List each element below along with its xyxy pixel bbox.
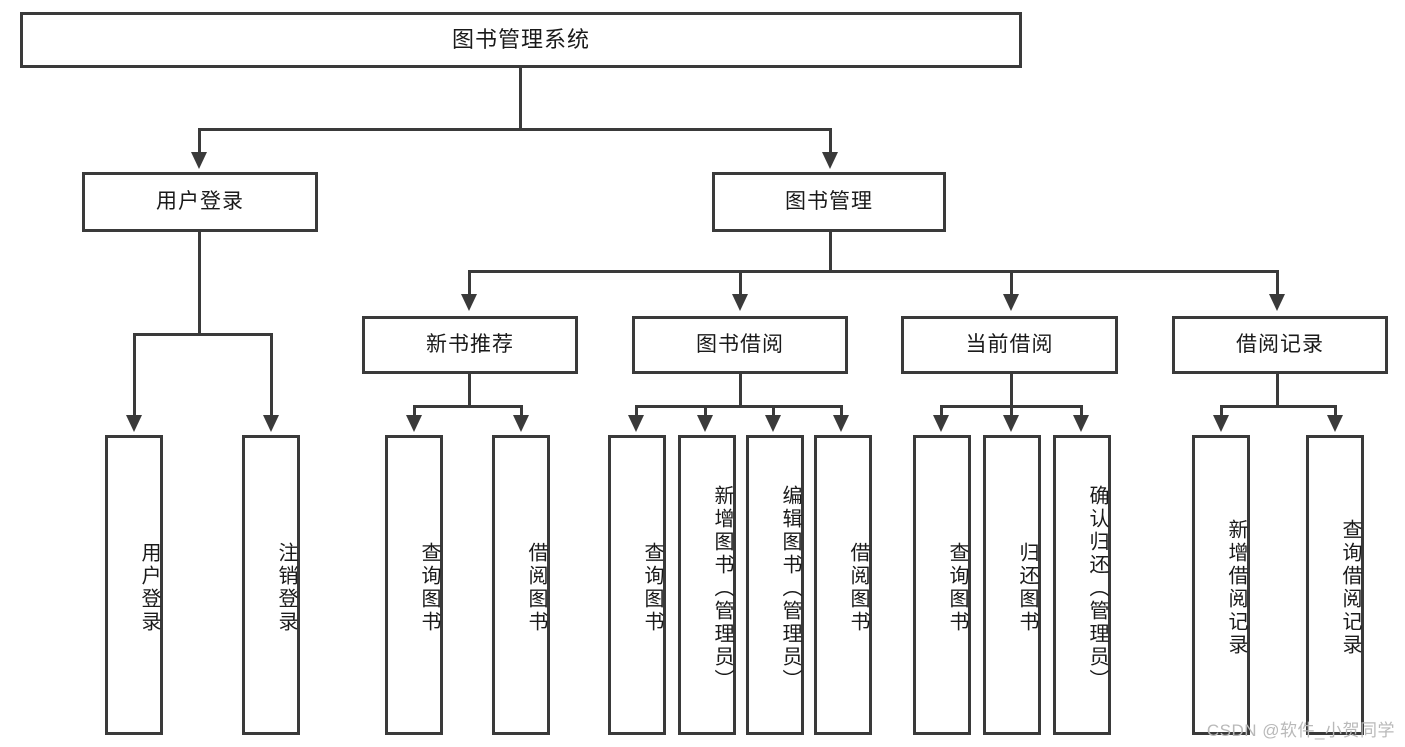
connector-book-borrow-child-1 — [635, 405, 638, 417]
arrow-to-book-borrow — [732, 294, 748, 311]
node-label: 归还图书 — [1016, 542, 1038, 634]
connector-to-book-manage — [829, 128, 832, 154]
node-label: 当前借阅 — [965, 332, 1054, 356]
arrow-to-new-book — [461, 294, 477, 311]
connector-new-book-child-1 — [413, 405, 416, 417]
connector-book-borrow-stem — [739, 374, 742, 407]
node-label: 借阅图书 — [847, 542, 869, 634]
arrow-current-borrow-child-3 — [1073, 415, 1089, 432]
connector-user-login-child-1 — [133, 333, 136, 417]
connector-new-book-stem — [468, 374, 471, 407]
connector-current-borrow-child-1 — [940, 405, 943, 417]
connector-book-borrow-child-4 — [840, 405, 843, 417]
arrow-to-current-borrow — [1003, 294, 1019, 311]
leaf-add-borrow-record[interactable]: 新增借阅记录 — [1192, 435, 1250, 735]
connector-user-login-bus — [133, 333, 273, 336]
node-new-book-recommend[interactable]: 新书推荐 — [362, 316, 578, 374]
connector-to-new-book — [468, 270, 471, 296]
connector-borrow-record-bus — [1220, 405, 1337, 408]
leaf-logout-login[interactable]: 注销登录 — [242, 435, 300, 735]
arrow-to-book-manage — [822, 152, 838, 169]
connector-book-borrow-bus — [635, 405, 843, 408]
connector-borrow-record-child-1 — [1220, 405, 1223, 417]
connector-to-user-login — [198, 128, 201, 154]
node-label: 查询图书 — [946, 542, 968, 634]
connector-to-book-borrow — [739, 270, 742, 296]
leaf-add-book-admin[interactable]: 新增图书（管理员） — [678, 435, 736, 735]
node-user-login[interactable]: 用户登录 — [82, 172, 318, 232]
node-borrow-record[interactable]: 借阅记录 — [1172, 316, 1388, 374]
node-label: 新增借阅记录 — [1225, 519, 1247, 657]
arrow-to-user-login — [191, 152, 207, 169]
leaf-query-book-borrow[interactable]: 查询图书 — [608, 435, 666, 735]
connector-to-current-borrow — [1010, 270, 1013, 296]
arrow-book-borrow-child-2 — [697, 415, 713, 432]
node-label: 确认归还（管理员） — [1086, 484, 1108, 692]
connector-user-login-stem — [198, 232, 201, 335]
node-label: 新增图书（管理员） — [711, 484, 733, 692]
node-book-manage[interactable]: 图书管理 — [712, 172, 946, 232]
leaf-query-borrow-record[interactable]: 查询借阅记录 — [1306, 435, 1364, 735]
node-label: 图书管理 — [785, 189, 873, 213]
arrow-borrow-record-child-1 — [1213, 415, 1229, 432]
connector-new-book-bus — [413, 405, 523, 408]
node-label: 查询图书 — [418, 542, 440, 634]
leaf-borrow-book-recommend[interactable]: 借阅图书 — [492, 435, 550, 735]
connector-book-manage-stem — [829, 232, 832, 272]
connector-root-stem — [519, 68, 522, 130]
leaf-return-book[interactable]: 归还图书 — [983, 435, 1041, 735]
arrow-book-borrow-child-4 — [833, 415, 849, 432]
node-label: 用户登录 — [156, 189, 244, 213]
node-current-borrow[interactable]: 当前借阅 — [901, 316, 1118, 374]
arrow-user-login-child-1 — [126, 415, 142, 432]
connector-current-borrow-child-2 — [1010, 405, 1013, 417]
leaf-borrow-book[interactable]: 借阅图书 — [814, 435, 872, 735]
node-label: 图书借阅 — [696, 332, 784, 356]
node-label: 编辑图书（管理员） — [779, 484, 801, 692]
node-root-system[interactable]: 图书管理系统 — [20, 12, 1022, 68]
node-label: 查询图书 — [641, 542, 663, 634]
node-label: 注销登录 — [275, 542, 297, 634]
arrow-new-book-child-1 — [406, 415, 422, 432]
arrow-book-borrow-child-1 — [628, 415, 644, 432]
connector-current-borrow-stem — [1010, 374, 1013, 407]
connector-level2-bus — [468, 270, 1279, 273]
connector-borrow-record-stem — [1276, 374, 1279, 407]
node-label: 借阅图书 — [525, 542, 547, 634]
connector-book-borrow-child-3 — [772, 405, 775, 417]
leaf-query-book-recommend[interactable]: 查询图书 — [385, 435, 443, 735]
node-label: 图书管理系统 — [451, 27, 590, 53]
node-label: 借阅记录 — [1236, 332, 1324, 356]
leaf-user-login[interactable]: 用户登录 — [105, 435, 163, 735]
arrow-new-book-child-2 — [513, 415, 529, 432]
node-label: 查询借阅记录 — [1339, 519, 1361, 657]
arrow-current-borrow-child-1 — [933, 415, 949, 432]
arrow-book-borrow-child-3 — [765, 415, 781, 432]
arrow-borrow-record-child-2 — [1327, 415, 1343, 432]
arrow-user-login-child-2 — [263, 415, 279, 432]
connector-current-borrow-child-3 — [1080, 405, 1083, 417]
leaf-confirm-return-admin[interactable]: 确认归还（管理员） — [1053, 435, 1111, 735]
node-label: 新书推荐 — [426, 332, 514, 356]
connector-to-borrow-record — [1276, 270, 1279, 296]
connector-new-book-child-2 — [520, 405, 523, 417]
leaf-edit-book-admin[interactable]: 编辑图书（管理员） — [746, 435, 804, 735]
arrow-current-borrow-child-2 — [1003, 415, 1019, 432]
csdn-watermark: CSDN @软件_小贺同学 — [1206, 721, 1395, 740]
arrow-to-borrow-record — [1269, 294, 1285, 311]
node-label: 用户登录 — [138, 542, 160, 634]
node-book-borrow[interactable]: 图书借阅 — [632, 316, 848, 374]
leaf-query-book-current[interactable]: 查询图书 — [913, 435, 971, 735]
connector-level1-bus — [198, 128, 832, 131]
connector-borrow-record-child-2 — [1334, 405, 1337, 417]
connector-user-login-child-2 — [270, 333, 273, 417]
connector-book-borrow-child-2 — [704, 405, 707, 417]
